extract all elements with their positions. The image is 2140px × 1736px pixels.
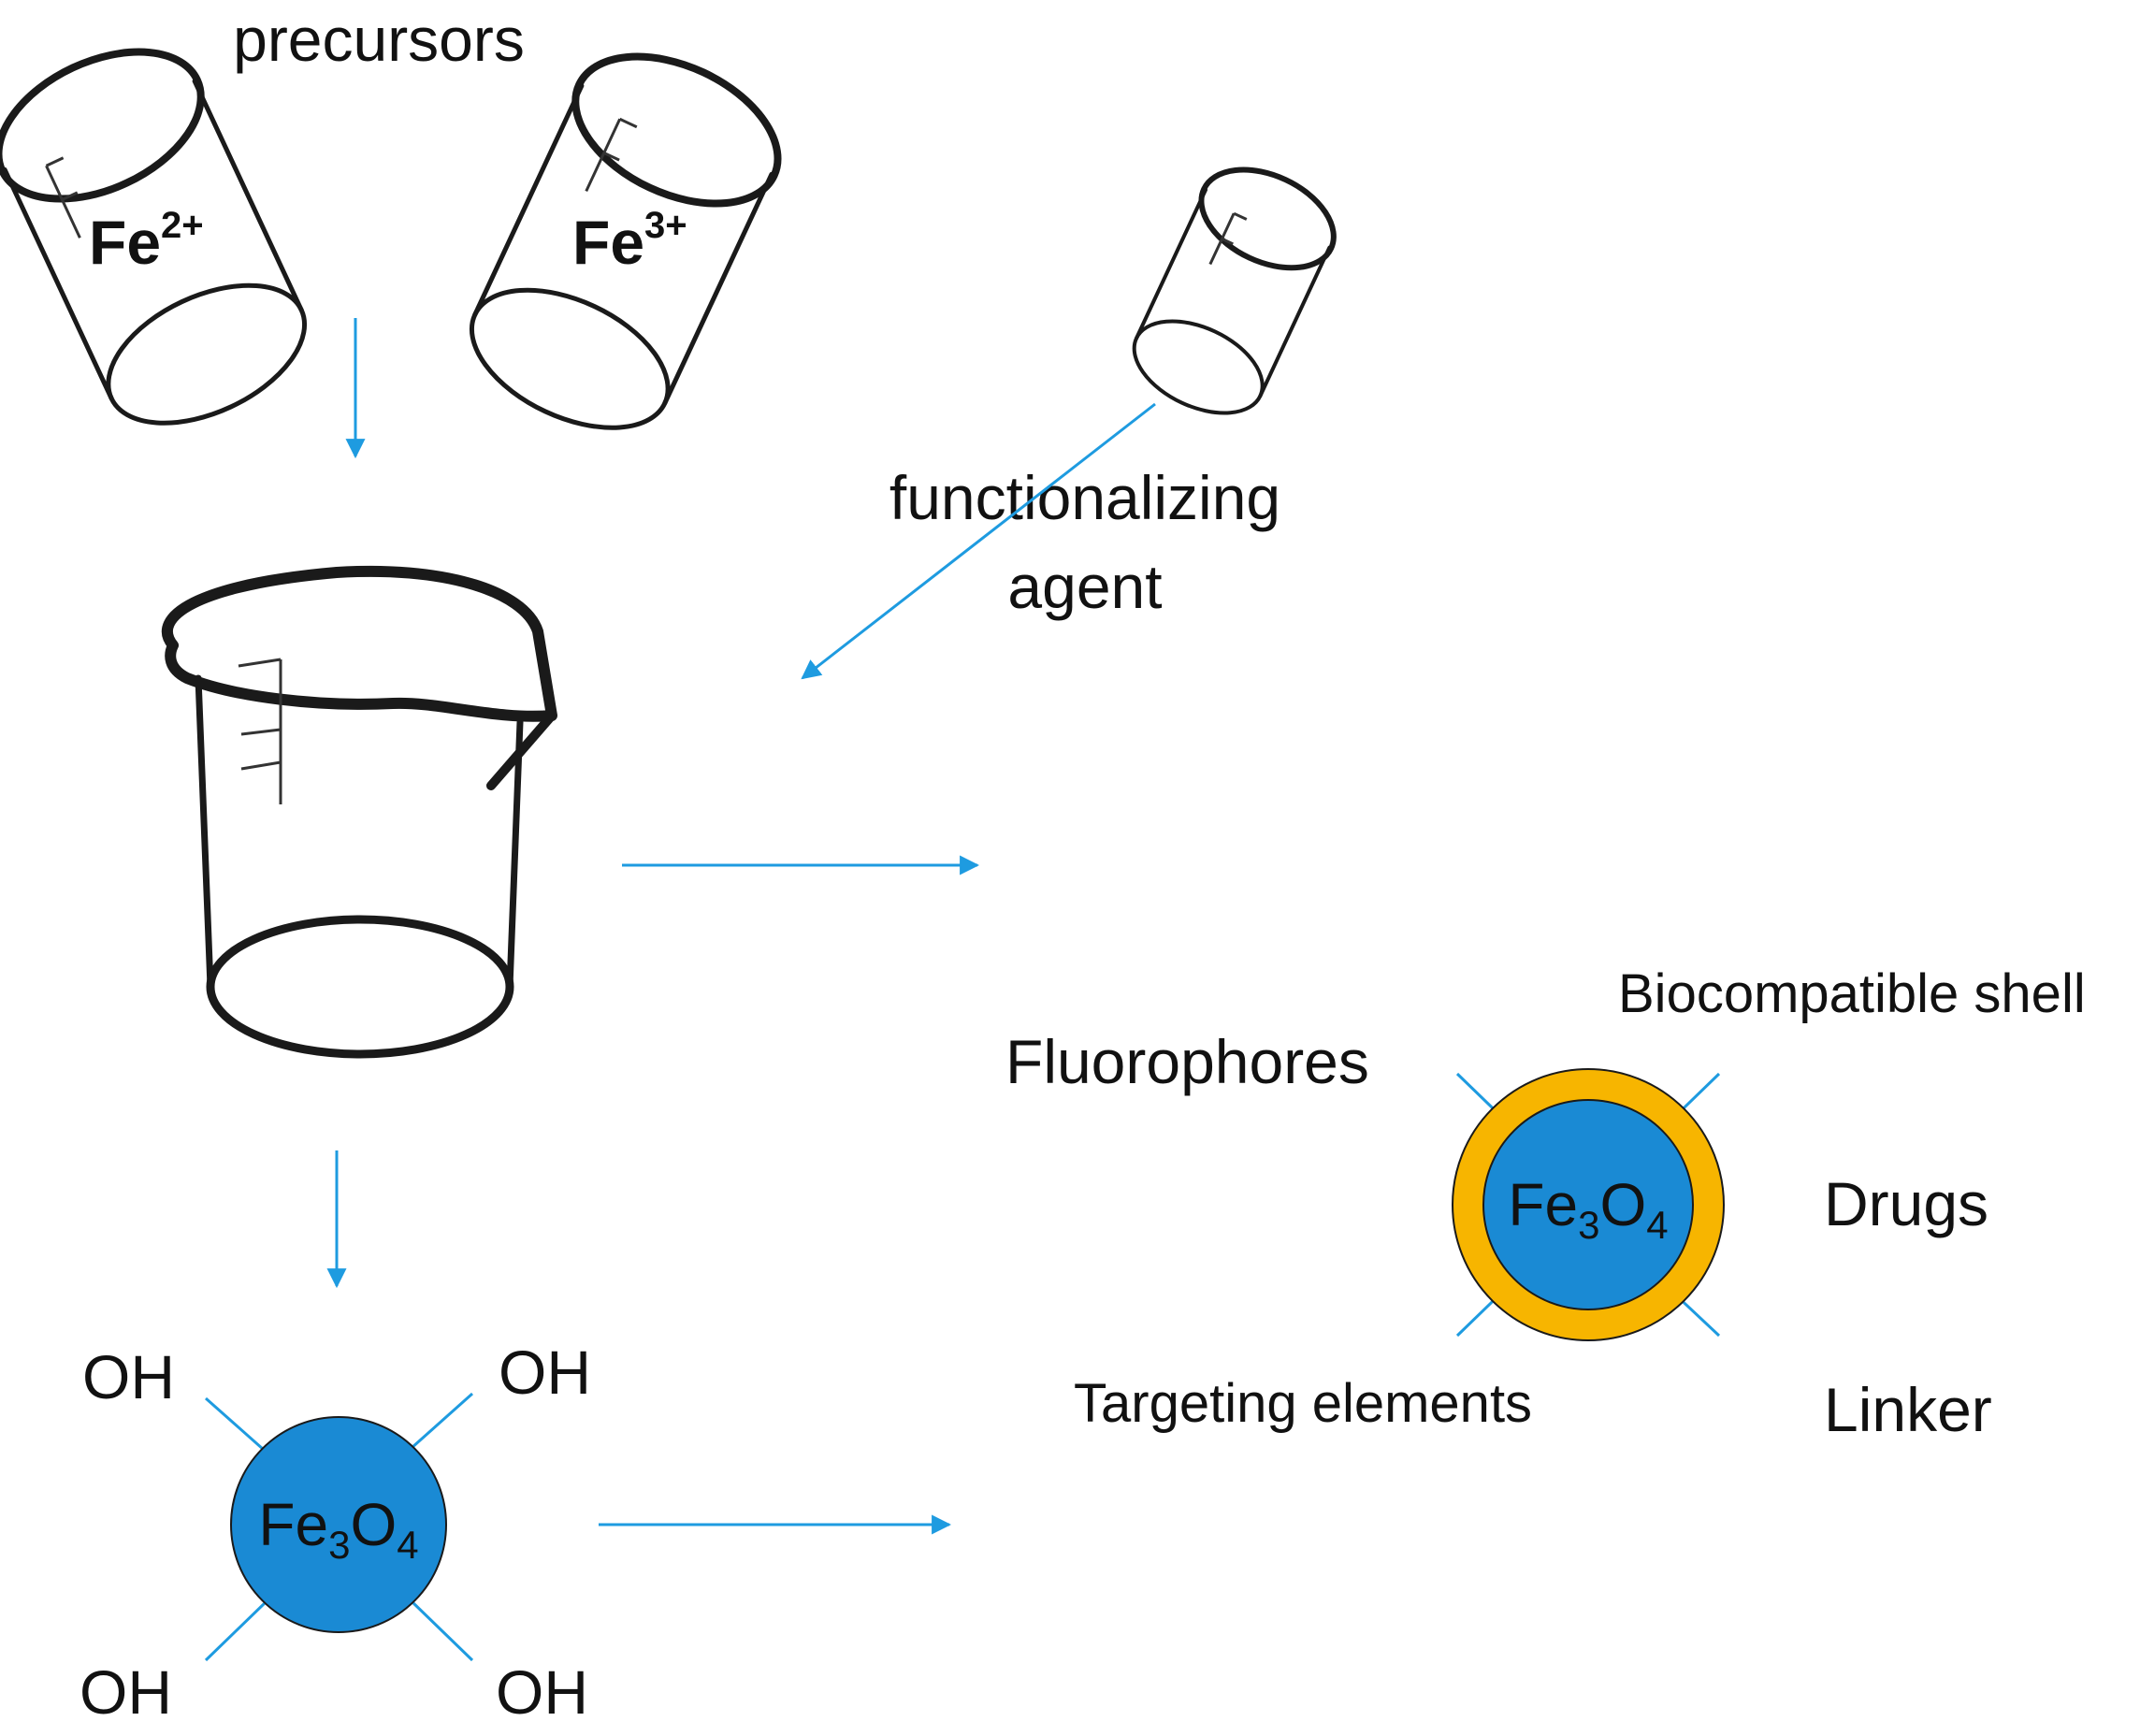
drugs-label: Drugs [1824,1169,1988,1238]
fe2-label: Fe2+ [89,205,204,277]
oh-label-bl: OH [80,1657,172,1727]
oh-label-br: OH [496,1657,588,1727]
linker-label: Linker [1824,1375,1992,1444]
fe3o4-core [230,1416,447,1633]
oh-spoke-br [410,1599,474,1662]
oh-spoke-tr [411,1392,473,1450]
mixing-beaker [162,565,557,1059]
oh-spoke-bl [204,1599,268,1662]
fe3o4-core-functionalized [1482,1099,1694,1310]
functionalizing-agent-label-line2: agent [1007,552,1162,621]
fe3o4-functionalized-label: Fe3O4 [1508,1171,1668,1247]
fe2-beaker [0,48,308,426]
fe3o4-core-with-oh: Fe3O4 [204,1392,474,1662]
biocompatible-shell-label: Biocompatible shell [1618,963,2086,1024]
oh-spoke-tl [205,1396,265,1452]
fe3-label: Fe3+ [572,205,687,277]
fe3-beaker [469,52,782,430]
fe3o4-core-label: Fe3O4 [258,1491,418,1567]
precursors-label: precursors [233,5,525,74]
targeting-elements-label: Targeting elements [1074,1373,1532,1434]
oh-label-tl: OH [82,1342,175,1411]
functionalizing-agent-label: functionalizing [889,463,1280,532]
arrow-agent-diagonal [801,402,1156,680]
oh-label-tr: OH [499,1338,591,1407]
functionalized-nanoparticle: Fe3O4 [1452,1068,1725,1341]
fluorophores-label: Fluorophores [1005,1027,1369,1096]
agent-beaker [1132,166,1337,415]
